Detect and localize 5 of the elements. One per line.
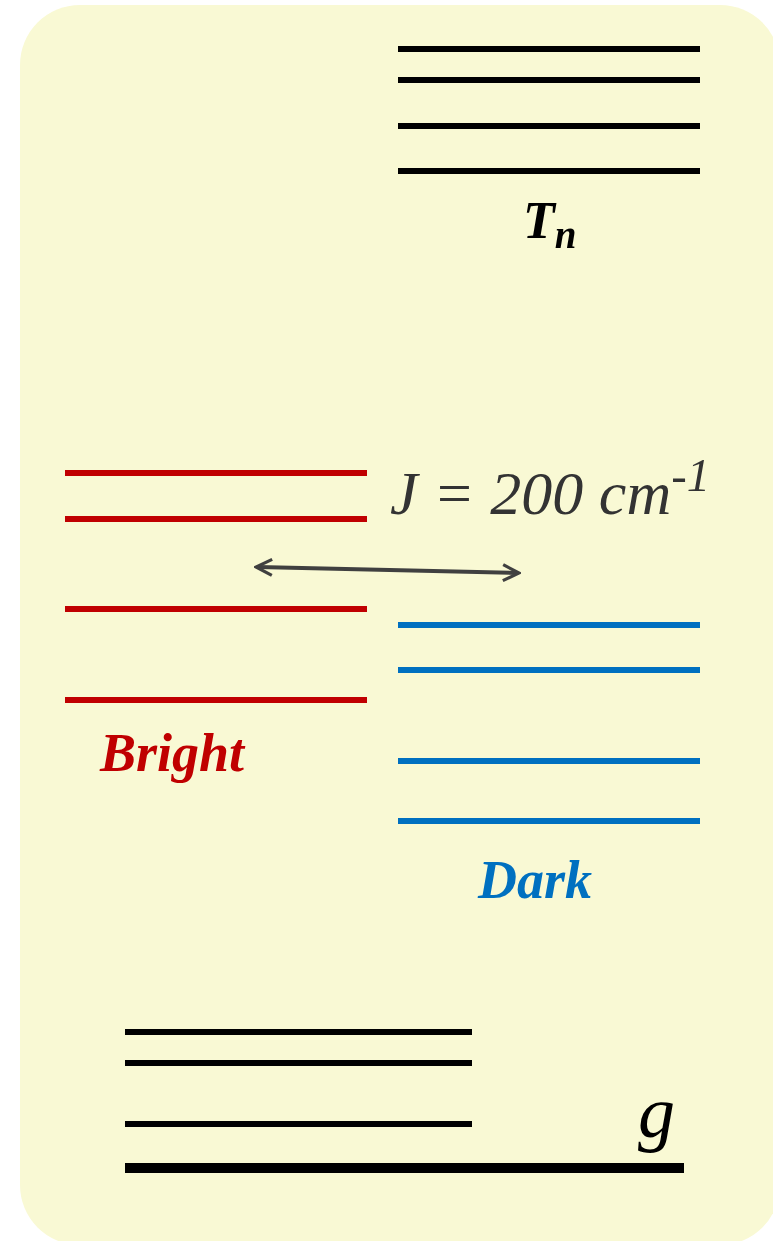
level-label: Dark	[478, 849, 592, 912]
edge-label: J = 200 cm$^{-1}$	[390, 462, 710, 524]
level-label: Bright	[100, 722, 245, 785]
level-label: T$_{n}$	[523, 191, 577, 258]
double-arrow	[254, 557, 521, 583]
